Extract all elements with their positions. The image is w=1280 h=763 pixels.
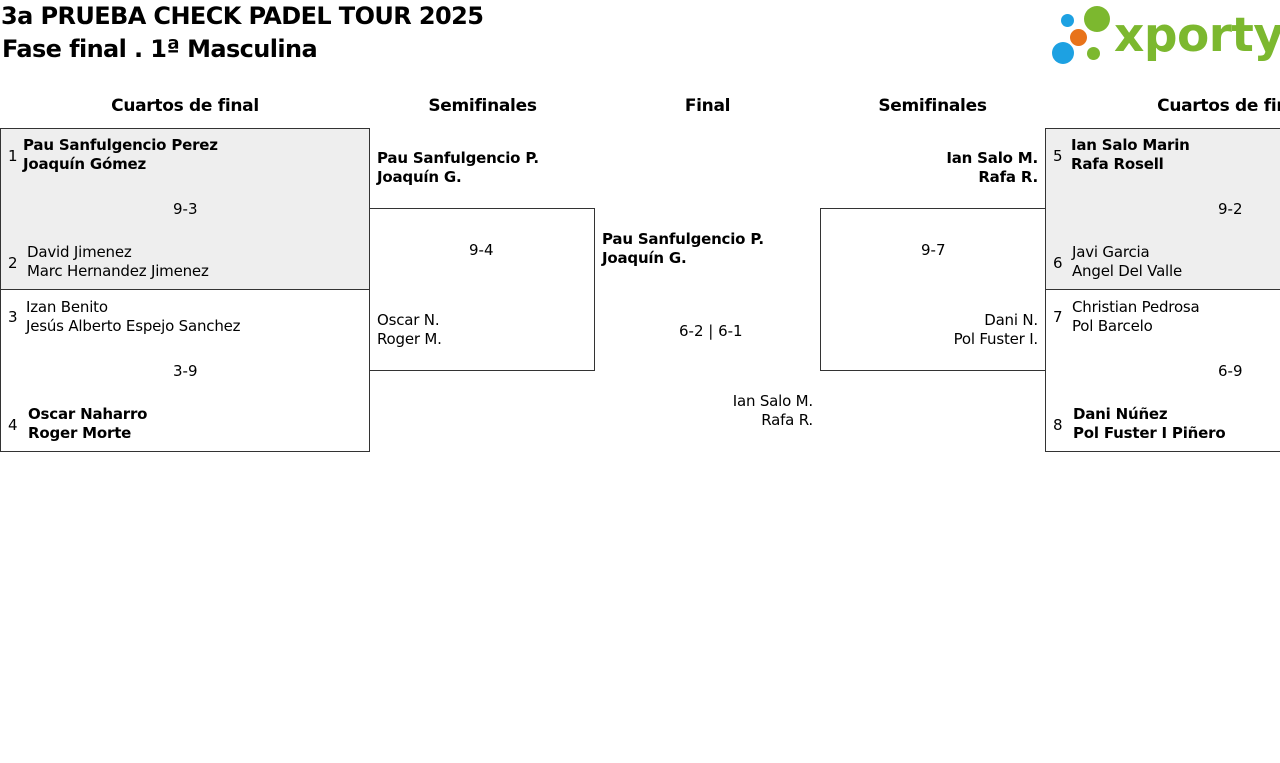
seed-2: 2 <box>8 254 18 272</box>
logo-dot-blue-small <box>1061 14 1074 27</box>
match-score: 6-9 <box>1218 362 1243 380</box>
match-sf-left[interactable] <box>369 208 595 371</box>
match-score: 9-3 <box>173 200 198 218</box>
match-qf-1[interactable] <box>0 128 370 290</box>
pair-qf4-winner[interactable]: Dani Núñez Pol Fuster I Piñero <box>1073 405 1226 443</box>
round-header-final: Final <box>684 96 731 116</box>
pair-final-winner[interactable]: Pau Sanfulgencio P. Joaquín G. <box>602 230 764 268</box>
final-score: 6-2 | 6-1 <box>679 322 743 340</box>
seed-3: 3 <box>8 308 18 326</box>
logo-dot-green-small <box>1087 47 1100 60</box>
match-score: 3-9 <box>173 362 198 380</box>
player-name: Joaquín G. <box>602 249 687 267</box>
seed-4: 4 <box>8 416 18 434</box>
player-name: Roger Morte <box>28 424 132 442</box>
player-name: Ian Salo Marin <box>1071 136 1190 154</box>
player-name: Jesús Alberto Espejo Sanchez <box>26 317 241 335</box>
seed-6: 6 <box>1053 254 1063 272</box>
logo-dot-blue-large <box>1052 42 1074 64</box>
player-name: Javi Garcia <box>1072 243 1150 261</box>
seed-8: 8 <box>1053 416 1063 434</box>
player-name: Joaquín Gómez <box>23 155 147 173</box>
logo-wordmark: xporty <box>1114 8 1280 63</box>
player-name: Pau Sanfulgencio P. <box>377 149 539 167</box>
pair-sf-left-winner[interactable]: Pau Sanfulgencio P. Joaquín G. <box>377 149 539 187</box>
player-name: Pau Sanfulgencio P. <box>602 230 764 248</box>
player-name: Rafa Rosell <box>1071 155 1164 173</box>
match-score: 9-7 <box>921 241 946 259</box>
player-name: Joaquín G. <box>377 168 462 186</box>
player-name: Oscar N. <box>377 311 440 329</box>
player-name: Roger M. <box>377 330 442 348</box>
player-name: Ian Salo M. <box>946 149 1038 167</box>
pair-qf3-winner[interactable]: Ian Salo Marin Rafa Rosell <box>1071 136 1190 174</box>
pair-qf2-loser[interactable]: Izan Benito Jesús Alberto Espejo Sanchez <box>26 298 241 336</box>
player-name: Marc Hernandez Jimenez <box>27 262 209 280</box>
round-header-sf-left: Semifinales <box>428 96 537 116</box>
player-name: Pau Sanfulgencio Perez <box>23 136 218 154</box>
logo-dot-orange <box>1070 29 1087 46</box>
player-name: Ian Salo M. <box>732 392 813 410</box>
player-name: David Jimenez <box>27 243 132 261</box>
player-name: Rafa R. <box>978 168 1038 186</box>
xporty-logo[interactable]: xporty <box>1052 4 1280 68</box>
match-score: 9-4 <box>469 241 494 259</box>
player-name: Izan Benito <box>26 298 108 316</box>
match-qf-3[interactable] <box>1045 128 1280 290</box>
player-name: Christian Pedrosa <box>1072 298 1200 316</box>
pair-qf1-loser[interactable]: David Jimenez Marc Hernandez Jimenez <box>27 243 209 281</box>
pair-qf1-winner[interactable]: Pau Sanfulgencio Perez Joaquín Gómez <box>23 136 218 174</box>
player-name: Rafa R. <box>761 411 813 429</box>
match-score: 9-2 <box>1218 200 1243 218</box>
player-name: Pol Barcelo <box>1072 317 1153 335</box>
logo-dot-green <box>1084 6 1110 32</box>
player-name: Pol Fuster I. <box>953 330 1039 348</box>
seed-7: 7 <box>1053 308 1063 326</box>
player-name: Dani N. <box>984 311 1038 329</box>
player-name: Dani Núñez <box>1073 405 1168 423</box>
round-header-qf-right: Cuartos de final <box>1157 96 1280 116</box>
pair-qf3-loser[interactable]: Javi Garcia Angel Del Valle <box>1072 243 1182 281</box>
match-qf-4[interactable] <box>1045 289 1280 452</box>
round-header-sf-right: Semifinales <box>878 96 987 116</box>
round-header-qf-left: Cuartos de final <box>111 96 259 116</box>
pair-sf-right-winner[interactable]: Ian Salo M. Rafa R. <box>946 149 1038 187</box>
pair-qf4-loser[interactable]: Christian Pedrosa Pol Barcelo <box>1072 298 1200 336</box>
player-name: Oscar Naharro <box>28 405 148 423</box>
tournament-title: 3a PRUEBA CHECK PADEL TOUR 2025 <box>1 2 484 30</box>
player-name: Pol Fuster I Piñero <box>1073 424 1226 442</box>
pair-sf-left-loser[interactable]: Oscar N. Roger M. <box>377 311 442 349</box>
pair-qf2-winner[interactable]: Oscar Naharro Roger Morte <box>28 405 147 443</box>
player-name: Angel Del Valle <box>1072 262 1183 280</box>
tournament-subtitle: Fase final . 1ª Masculina <box>2 35 318 63</box>
seed-5: 5 <box>1053 147 1063 165</box>
pair-sf-right-loser[interactable]: Dani N. Pol Fuster I. <box>953 311 1039 349</box>
seed-1: 1 <box>8 147 18 165</box>
pair-final-loser[interactable]: Ian Salo M. Rafa R. <box>733 392 813 430</box>
